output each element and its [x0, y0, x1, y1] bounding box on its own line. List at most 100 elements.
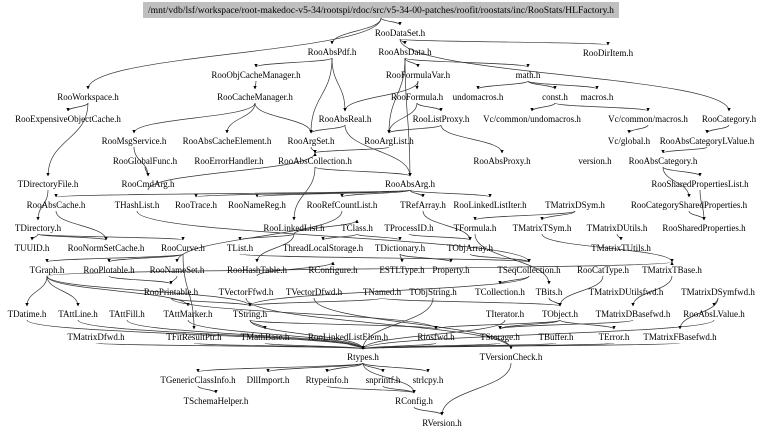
graph-node[interactable]: TRefArray.h — [400, 200, 446, 210]
graph-node[interactable]: RooNormSetCache.h — [68, 243, 145, 253]
graph-node[interactable]: TAttLine.h — [58, 309, 98, 319]
graph-node[interactable]: RooAbsProxy.h — [473, 156, 531, 166]
graph-node[interactable]: TMatrixDUtilsfwd.h — [589, 287, 664, 297]
graph-node[interactable]: TProcessID.h — [384, 223, 434, 233]
graph-node[interactable]: Riosfwd.h — [417, 332, 455, 342]
graph-node[interactable]: TMathBase.h — [241, 332, 290, 342]
graph-node[interactable]: TMatrixDSym.h — [545, 200, 605, 210]
graph-node[interactable]: RooListProxy.h — [413, 114, 470, 124]
graph-node[interactable]: RooDataSet.h — [375, 28, 426, 38]
graph-node[interactable]: TFitResultPtr.h — [166, 332, 222, 342]
graph-node[interactable]: RooLinkedListIter.h — [453, 200, 527, 210]
graph-node[interactable]: Vc/common/undomacros.h — [483, 114, 581, 124]
graph-node[interactable]: TError.h — [599, 332, 630, 342]
graph-node[interactable]: TBits.h — [536, 287, 563, 297]
graph-node[interactable]: RooRefCountList.h — [307, 200, 378, 210]
graph-node[interactable]: RConfigure.h — [308, 265, 358, 275]
graph-node[interactable]: RooCategorySharedProperties.h — [631, 200, 748, 210]
graph-node[interactable]: RooSharedProperties.h — [662, 223, 746, 233]
graph-node[interactable]: RooAbsPdf.h — [308, 47, 357, 57]
graph-node[interactable]: RooCatType.h — [577, 265, 630, 275]
graph-node[interactable]: RooAbsCategory.h — [629, 156, 698, 166]
graph-node[interactable]: Rtypeinfo.h — [306, 375, 349, 385]
graph-node[interactable]: TString.h — [233, 309, 268, 319]
graph-node[interactable]: TBuffer.h — [538, 332, 574, 342]
graph-node[interactable]: TDatime.h — [8, 309, 47, 319]
graph-node[interactable]: TObjString.h — [409, 287, 457, 297]
graph-node[interactable]: TMatrixTSym.h — [513, 223, 572, 233]
graph-node[interactable]: RooAbsData.h — [378, 47, 432, 57]
graph-node[interactable]: TMatrixDSymfwd.h — [681, 287, 755, 297]
graph-node[interactable]: TVectorFfwd.h — [219, 287, 274, 297]
graph-node[interactable]: strlcpy.h — [413, 375, 444, 385]
graph-node[interactable]: RooAbsLValue.h — [683, 309, 745, 319]
graph-node[interactable]: RooDirItem.h — [583, 48, 634, 58]
graph-node[interactable]: RooNameSet.h — [150, 265, 205, 275]
graph-node[interactable]: TAttFill.h — [109, 309, 145, 319]
graph-node[interactable]: TSeqCollection.h — [497, 265, 561, 275]
graph-node[interactable]: TVectorDfwd.h — [286, 287, 343, 297]
graph-node[interactable]: macros.h — [581, 92, 614, 102]
graph-node[interactable]: TFormula.h — [454, 223, 497, 233]
graph-node[interactable]: TObject.h — [542, 309, 579, 319]
graph-node[interactable]: RooCmdArg.h — [121, 179, 175, 189]
graph-node[interactable]: TObjArray.h — [447, 243, 493, 253]
graph-node[interactable]: TStorage.h — [480, 332, 520, 342]
graph-node[interactable]: RooLinkedList.h — [263, 223, 325, 233]
graph-node[interactable]: TVersionCheck.h — [480, 352, 543, 362]
graph-node[interactable]: TGenericClassInfo.h — [160, 375, 236, 385]
graph-node[interactable]: RooArgList.h — [364, 136, 414, 146]
graph-node[interactable]: Vc/common/macros.h — [608, 114, 688, 124]
graph-node[interactable]: Rtypes.h — [347, 352, 379, 362]
graph-node[interactable]: RooPrintable.h — [144, 287, 199, 297]
graph-node[interactable]: ThreadLocalStorage.h — [283, 243, 364, 253]
graph-node[interactable]: RooSharedPropertiesList.h — [651, 179, 749, 189]
graph-node[interactable]: TIterator.h — [486, 309, 525, 319]
graph-node[interactable]: RVersion.h — [422, 418, 462, 428]
graph-node[interactable]: RooAbsCategoryLValue.h — [660, 136, 755, 146]
graph-node[interactable]: RooHashTable.h — [227, 265, 288, 275]
graph-node[interactable]: TUUID.h — [15, 243, 50, 253]
graph-node[interactable]: TDirectoryFile.h — [18, 179, 79, 189]
graph-node[interactable]: RooAbsReal.h — [319, 114, 372, 124]
graph-node[interactable]: Vc/global.h — [608, 136, 651, 146]
graph-node[interactable]: TMatrixTUtils.h — [591, 243, 651, 253]
graph-node[interactable]: TSchemaHelper.h — [184, 396, 249, 406]
graph-node[interactable]: RooCacheManager.h — [217, 92, 293, 102]
graph-node[interactable]: version.h — [578, 156, 612, 166]
graph-node[interactable]: TMatrixDfwd.h — [67, 332, 125, 342]
graph-node[interactable]: RooWorkspace.h — [57, 92, 119, 102]
graph-node[interactable]: RooFormula.h — [391, 92, 444, 102]
graph-node[interactable]: TMatrixTBase.h — [642, 265, 702, 275]
graph-node[interactable]: RooCategory.h — [702, 114, 757, 124]
graph-node[interactable]: TGraph.h — [30, 265, 65, 275]
graph-node[interactable]: TMatrixDUtils.h — [587, 223, 648, 233]
graph-node[interactable]: RooAbsCache.h — [27, 200, 86, 210]
graph-node[interactable]: RooGlobalFunc.h — [113, 156, 178, 166]
graph-node[interactable]: RConfig.h — [395, 396, 433, 406]
graph-node[interactable]: math.h — [516, 70, 541, 80]
graph-node[interactable]: RooCurve.h — [161, 243, 205, 253]
graph-node[interactable]: ESTLType.h — [379, 265, 425, 275]
graph-node[interactable]: TDictionary.h — [375, 243, 426, 253]
graph-node[interactable]: TClass.h — [341, 223, 373, 233]
graph-node[interactable]: RooLinkedListElem.h — [308, 332, 389, 342]
graph-node[interactable]: THashList.h — [115, 200, 160, 210]
graph-node[interactable]: TMatrixDBasefwd.h — [596, 309, 671, 319]
graph-node[interactable]: TAttMarker.h — [163, 309, 213, 319]
graph-node[interactable]: RooAbsArg.h — [385, 179, 436, 189]
graph-node[interactable]: RooTrace.h — [175, 200, 217, 210]
graph-node[interactable]: RooExpensiveObjectCache.h — [15, 114, 121, 124]
graph-node[interactable]: Property.h — [432, 265, 470, 275]
graph-node[interactable]: RooArgSet.h — [287, 136, 335, 146]
graph-node[interactable]: snprintf.h — [366, 375, 401, 385]
graph-node[interactable]: TList.h — [227, 243, 254, 253]
graph-node[interactable]: RooErrorHandler.h — [194, 156, 264, 166]
graph-node[interactable]: TDirectory.h — [15, 223, 62, 233]
graph-node[interactable]: RooFormulaVar.h — [386, 70, 451, 80]
graph-node[interactable]: RooAbsCollection.h — [278, 156, 352, 166]
graph-node[interactable]: TCollection.h — [475, 287, 525, 297]
graph-node[interactable]: const.h — [542, 92, 568, 102]
graph-node[interactable]: undomacros.h — [453, 92, 504, 102]
graph-node[interactable]: RooObjCacheManager.h — [211, 70, 301, 80]
